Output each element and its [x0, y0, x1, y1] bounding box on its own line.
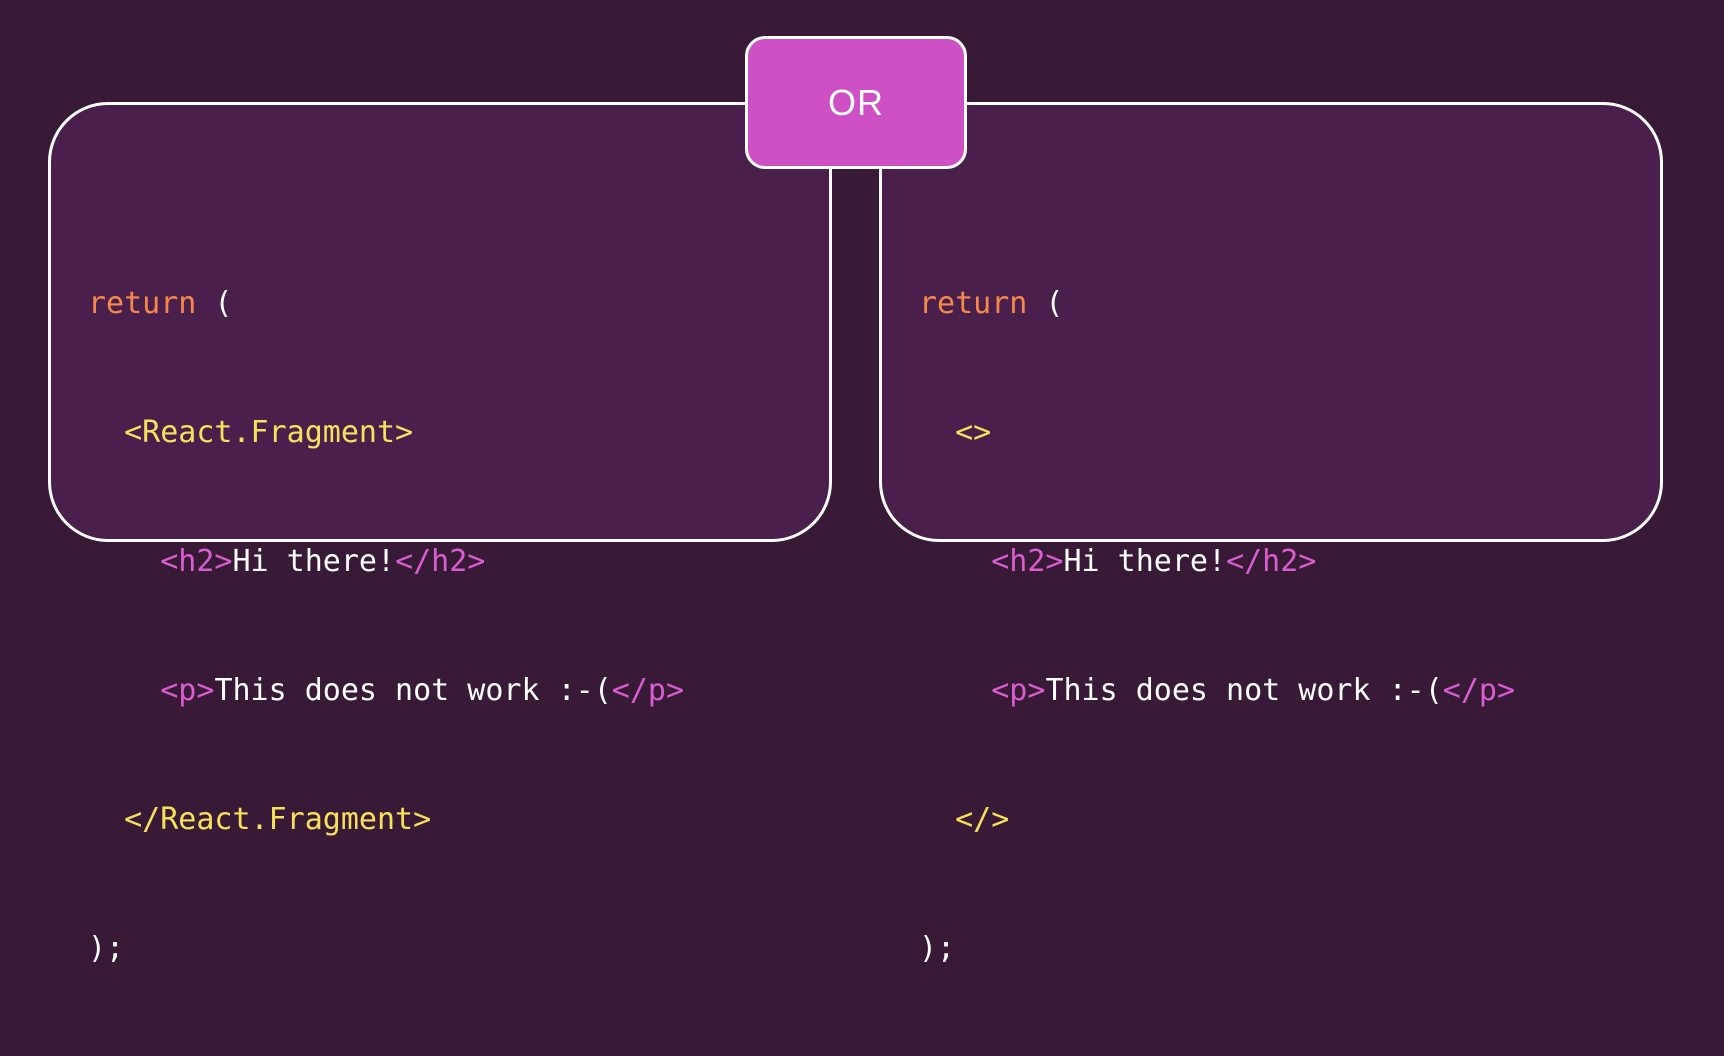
code-block: return ( <> <h2>Hi there!</h2> <p>This d… [919, 196, 1515, 1056]
code-line-fragment-open: <> [919, 411, 1515, 454]
p-open-tag: <p> [160, 673, 215, 708]
code-line-close-paren: ); [88, 927, 684, 970]
h2-close-tag: </h2> [395, 544, 486, 579]
code-line-close-paren: ); [919, 927, 1515, 970]
open-paren: ( [196, 286, 233, 321]
code-line-fragment-close: </> [919, 798, 1515, 841]
close-paren: ); [919, 931, 956, 966]
h2-text: Hi there! [1063, 544, 1227, 579]
h2-text: Hi there! [232, 544, 396, 579]
code-block: return ( <React.Fragment> <h2>Hi there!<… [88, 196, 684, 1056]
code-line-p: <p>This does not work :-(</p> [919, 669, 1515, 712]
p-close-tag: </p> [611, 673, 685, 708]
code-panel-short-fragment: return ( <> <h2>Hi there!</h2> <p>This d… [879, 102, 1663, 966]
p-text: This does not work :-( [214, 673, 612, 708]
open-paren: ( [1027, 286, 1064, 321]
code-panel-react-fragment: return ( <React.Fragment> <h2>Hi there!<… [48, 102, 832, 966]
p-text: This does not work :-( [1045, 673, 1443, 708]
fragment-open-tag: <> [955, 415, 992, 450]
or-label: OR [828, 81, 884, 123]
fragment-open-tag: <React.Fragment> [124, 415, 414, 450]
return-keyword: return [88, 286, 197, 321]
or-separator-badge: OR [745, 36, 967, 169]
close-paren: ); [88, 931, 125, 966]
h2-open-tag: <h2> [991, 544, 1064, 579]
return-keyword: return [919, 286, 1028, 321]
code-line-p: <p>This does not work :-(</p> [88, 669, 684, 712]
p-open-tag: <p> [991, 673, 1046, 708]
code-line-return: return ( [919, 282, 1515, 325]
code-line-h2: <h2>Hi there!</h2> [919, 540, 1515, 583]
h2-open-tag: <h2> [160, 544, 233, 579]
code-line-fragment-close: </React.Fragment> [88, 798, 684, 841]
code-line-return: return ( [88, 282, 684, 325]
h2-close-tag: </h2> [1226, 544, 1317, 579]
fragment-close-tag: </React.Fragment> [124, 802, 432, 837]
fragment-close-tag: </> [955, 802, 1010, 837]
code-line-h2: <h2>Hi there!</h2> [88, 540, 684, 583]
p-close-tag: </p> [1442, 673, 1516, 708]
code-line-fragment-open: <React.Fragment> [88, 411, 684, 454]
